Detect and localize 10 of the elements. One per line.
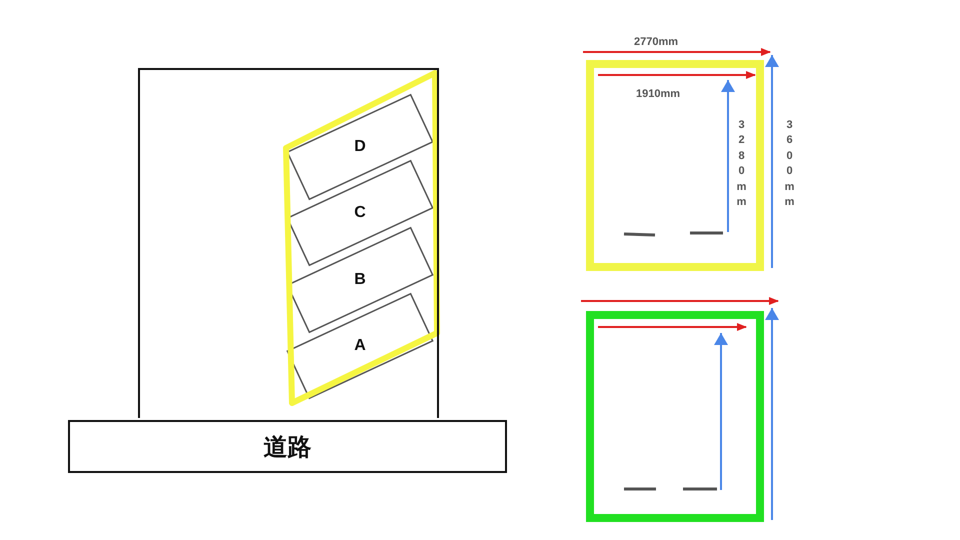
space-label: D (354, 138, 366, 156)
space-label: C (354, 204, 366, 222)
road-box (68, 420, 507, 473)
dimension-label: 2770mm (634, 36, 678, 48)
dimension-label: 3600mm (784, 118, 795, 210)
space-label: A (354, 337, 366, 355)
dimension-label: 1910mm (636, 88, 680, 100)
road-label: 道路 (264, 432, 312, 462)
space-label: B (354, 271, 366, 289)
dimension-label: 3280mm (736, 118, 747, 210)
